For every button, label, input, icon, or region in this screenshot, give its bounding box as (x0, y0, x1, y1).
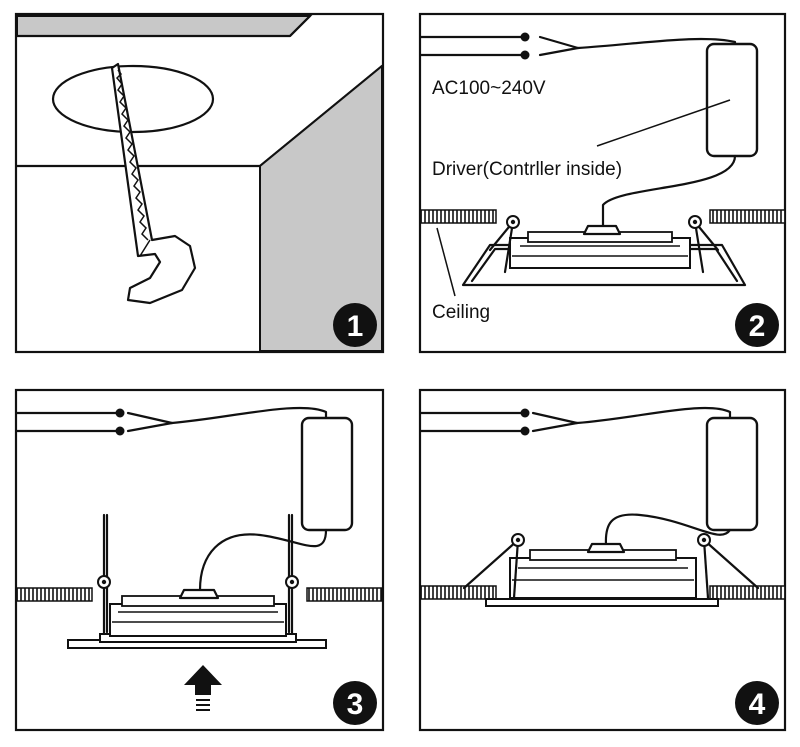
cutout-hole (51, 64, 215, 134)
ceiling-label: Ceiling (432, 302, 490, 323)
ceiling-block-right (709, 209, 786, 224)
box-side-face (259, 63, 383, 352)
terminal-dot (115, 408, 125, 418)
terminal-dot (520, 408, 530, 418)
downlight-lamp (461, 215, 747, 287)
push-up-arrow-icon (184, 665, 222, 711)
ceiling-block-right (709, 585, 786, 600)
terminal-dot (520, 50, 530, 60)
step-badge-1 (333, 303, 377, 347)
terminal-dot (520, 426, 530, 436)
ceiling-block-left (420, 585, 497, 600)
saw-icon (110, 62, 197, 305)
panel-2-connect-driver: AC100~240V Driver(Contrller inside) Ceil… (418, 12, 787, 354)
driver-box (705, 416, 759, 532)
step-badge-2 (735, 303, 779, 347)
driver-leader-line (596, 99, 731, 147)
step-number-2: 2 (749, 310, 766, 343)
step-number-3: 3 (347, 688, 364, 721)
driver-label: Driver(Contrller inside) (432, 159, 622, 180)
panel-3-insert-lamp: 3 (14, 388, 385, 732)
panel-1-cut-hole: 1 (14, 12, 385, 354)
terminal-dot (115, 426, 125, 436)
ceiling-leader-line (436, 227, 456, 297)
step-number-4: 4 (749, 688, 766, 721)
driver-box (300, 416, 354, 532)
step-badge-4 (735, 681, 779, 725)
ceiling-block-right (306, 587, 383, 602)
downlight-lamp (462, 533, 760, 607)
downlight-lamp (67, 513, 327, 649)
ceiling-block-left (16, 587, 93, 602)
driver-box (705, 42, 759, 158)
ceiling-edge-strip (16, 15, 313, 37)
terminal-dot (520, 32, 530, 42)
step-number-1: 1 (347, 310, 364, 343)
panel-4-installed: 4 (418, 388, 787, 732)
ceiling-block-left (420, 209, 497, 224)
step-badge-3 (333, 681, 377, 725)
voltage-label: AC100~240V (432, 78, 546, 99)
